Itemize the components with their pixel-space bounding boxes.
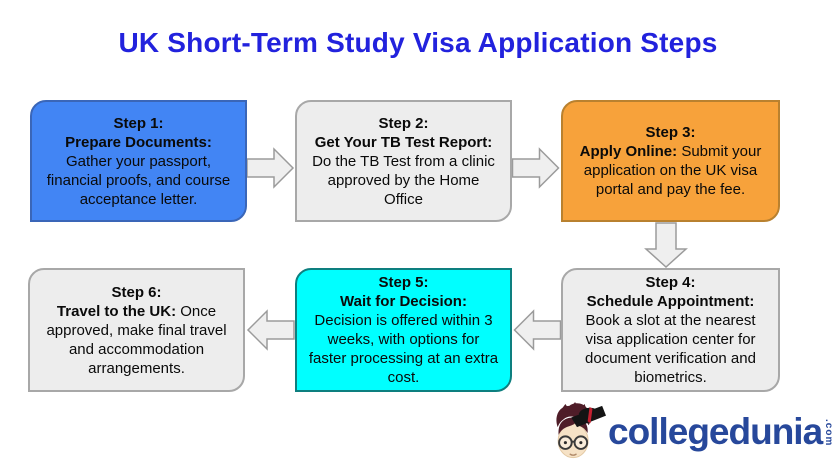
step-1-heading: Prepare Documents: bbox=[65, 133, 212, 151]
step-6-number: Step 6: bbox=[111, 283, 162, 301]
step-2-box: Step 2: Get Your TB Test Report: Do the … bbox=[295, 100, 512, 222]
step-3-number: Step 3: bbox=[645, 124, 696, 141]
step-3-body: Submit your application on the UK visa p… bbox=[583, 143, 762, 198]
step-1-body: Gather your passport, financial proofs, … bbox=[46, 152, 231, 208]
step-1-box: Step 1: Prepare Documents: Gather your p… bbox=[30, 100, 247, 222]
step-1-text: Prepare Documents: Gather your passport,… bbox=[42, 133, 235, 209]
step-2-number: Step 2: bbox=[378, 114, 429, 132]
step-5-body: Decision is offered within 3 weeks, with… bbox=[308, 312, 499, 386]
step-4-heading: Schedule Appointment: bbox=[586, 293, 755, 310]
step-5-text: Wait for Decision: Decision is offered w… bbox=[307, 292, 500, 387]
step-2-text: Get Your TB Test Report: Do the TB Test … bbox=[307, 133, 500, 209]
step-3-box: Step 3: Apply Online: Submit your applic… bbox=[561, 100, 780, 222]
step-3-heading: Apply Online: bbox=[579, 143, 678, 160]
arrow-step5-to-step6-icon bbox=[246, 309, 295, 351]
collegedunia-wordmark: collegedunia bbox=[608, 411, 823, 452]
step-4-body: Book a slot at the nearest visa applicat… bbox=[585, 312, 756, 386]
step-5-number: Step 5: bbox=[378, 274, 429, 291]
step-4-text: Schedule Appointment: Book a slot at the… bbox=[573, 292, 768, 387]
page-title: UK Short-Term Study Visa Application Ste… bbox=[118, 27, 718, 58]
arrow-step4-to-step5-icon bbox=[513, 309, 561, 351]
arrow-step3-to-step4-icon bbox=[644, 222, 688, 268]
step-5-box: Step 5: Wait for Decision: Decision is o… bbox=[295, 268, 512, 392]
step-4-number: Step 4: bbox=[645, 274, 696, 291]
step-2-heading: Get Your TB Test Report: bbox=[314, 133, 493, 151]
step-6-body: Once approved, make final travel and acc… bbox=[46, 302, 227, 377]
arrow-step2-to-step3-icon bbox=[512, 147, 560, 189]
step-1-number: Step 1: bbox=[113, 114, 164, 132]
step-5-heading: Wait for Decision: bbox=[340, 293, 467, 310]
collegedunia-mascot-icon bbox=[556, 402, 606, 459]
arrow-step1-to-step2-icon bbox=[247, 147, 295, 189]
step-2-body: Do the TB Test from a clinic approved by… bbox=[312, 152, 495, 208]
step-6-box: Step 6: Travel to the UK: Once approved,… bbox=[28, 268, 245, 392]
step-4-box: Step 4: Schedule Appointment: Book a slo… bbox=[561, 268, 780, 392]
collegedunia-logo: collegedunia .com bbox=[548, 398, 834, 466]
collegedunia-tld: .com bbox=[823, 419, 835, 447]
step-6-heading: Travel to the UK: bbox=[56, 302, 177, 320]
step-6-text: Travel to the UK: Once approved, make fi… bbox=[40, 302, 233, 378]
step-3-text: Apply Online: Submit your application on… bbox=[573, 142, 768, 199]
